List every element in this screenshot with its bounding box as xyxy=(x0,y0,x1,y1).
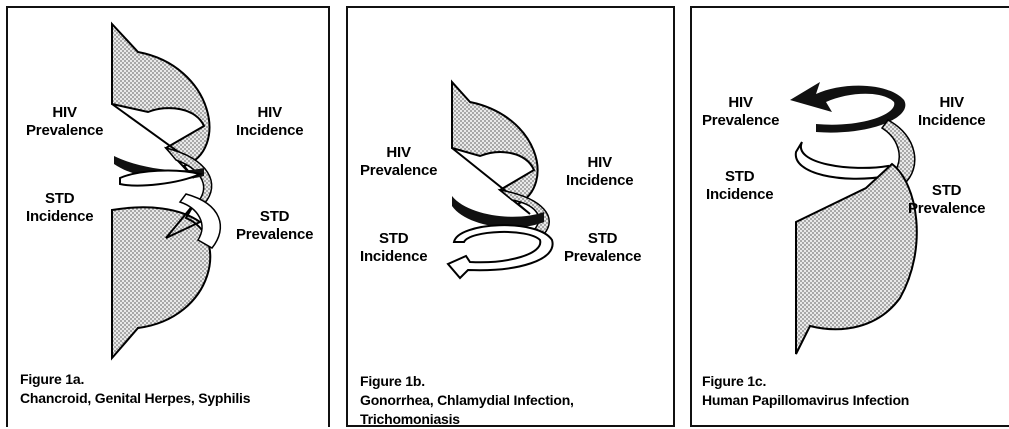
caption-title: Figure 1c. xyxy=(702,372,909,391)
std-prevalence-arrow xyxy=(112,204,210,358)
hiv-prevalence-arrow xyxy=(452,82,538,214)
caption-line: Gonorrhea, Chlamydial Infection, xyxy=(360,391,574,410)
figure-caption: Figure 1c. Human Papillomavirus Infectio… xyxy=(702,372,909,410)
caption-line: Chancroid, Genital Herpes, Syphilis xyxy=(20,389,250,408)
figure-1b-diagram xyxy=(348,8,677,428)
hiv-prevalence-arrow xyxy=(112,24,209,178)
std-prevalence-arrow xyxy=(796,164,917,354)
caption-line: Human Papillomavirus Infection xyxy=(702,391,909,410)
caption-title: Figure 1b. xyxy=(360,372,574,391)
figure-caption: Figure 1b. Gonorrhea, Chlamydial Infecti… xyxy=(360,372,574,429)
figure-1c-diagram xyxy=(692,8,1009,428)
std-ribbon xyxy=(796,142,888,179)
figure-caption: Figure 1a. Chancroid, Genital Herpes, Sy… xyxy=(20,370,250,408)
caption-title: Figure 1a. xyxy=(20,370,250,389)
caption-line: Trichomoniasis xyxy=(360,410,574,429)
std-ring xyxy=(448,225,553,278)
